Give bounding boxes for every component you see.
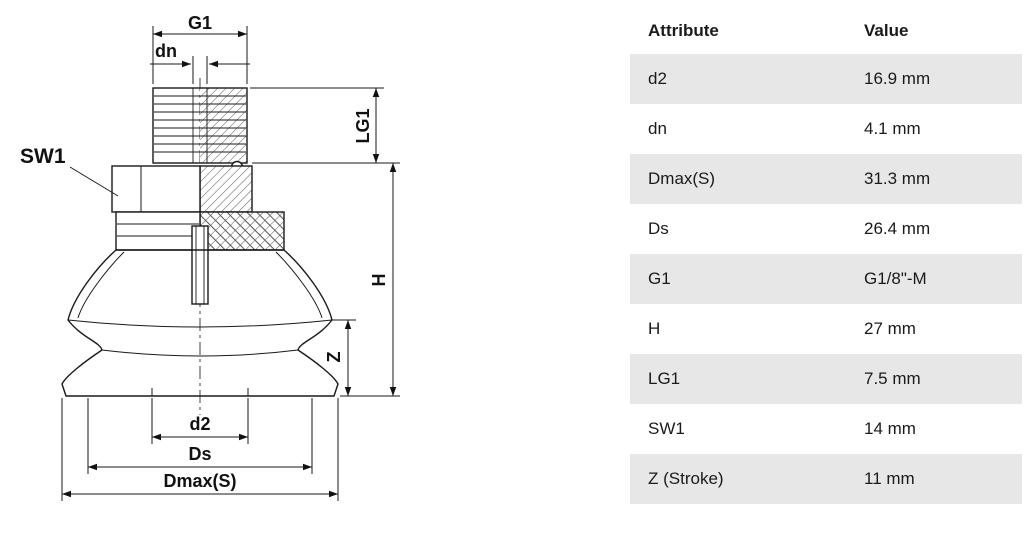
value-cell: 26.4 mm xyxy=(864,219,931,238)
value-cell: 11 mm xyxy=(864,469,915,488)
table-row: Z (Stroke) 11 mm xyxy=(630,454,1022,504)
attribute-cell: d2 xyxy=(648,69,667,88)
dim-label-sw1: SW1 xyxy=(20,145,66,168)
part-outline xyxy=(61,87,339,397)
attribute-cell: Z (Stroke) xyxy=(648,469,724,488)
dimension-labels: G1 dn LG1 H Z SW1 d2 Ds Dmax(S) xyxy=(20,13,389,491)
table-row: LG1 7.5 mm xyxy=(630,354,1022,404)
dim-label-z: Z xyxy=(324,352,344,363)
table-row: G1 G1/8"-M xyxy=(630,254,1022,304)
spec-table: Attribute Value d2 16.9 mm dn 4.1 mm Dma… xyxy=(630,8,1022,504)
attribute-header: Attribute xyxy=(648,21,719,40)
attribute-cell: SW1 xyxy=(648,419,685,438)
attribute-cell: H xyxy=(648,319,661,338)
table-row: d2 16.9 mm xyxy=(630,54,1022,104)
dim-label-d2: d2 xyxy=(189,414,210,434)
value-cell: 4.1 mm xyxy=(864,119,921,138)
attribute-cell: Dmax(S) xyxy=(648,169,716,188)
value-cell: 14 mm xyxy=(864,419,916,438)
value-cell: 27 mm xyxy=(864,319,916,338)
table-row: SW1 14 mm xyxy=(630,404,1022,454)
table-row: dn 4.1 mm xyxy=(630,104,1022,154)
technical-drawing: G1 dn LG1 H Z SW1 d2 Ds Dmax(S) xyxy=(20,13,400,501)
dimension-lines xyxy=(61,26,400,501)
dim-label-lg1: LG1 xyxy=(353,108,373,143)
table-header-row: Attribute Value xyxy=(630,8,1022,54)
table-row: H 27 mm xyxy=(630,304,1022,354)
dim-label-ds: Ds xyxy=(188,444,211,464)
dim-label-dn: dn xyxy=(155,41,177,61)
value-cell: 7.5 mm xyxy=(864,369,921,388)
dim-label-dmax: Dmax(S) xyxy=(163,471,236,491)
table-row: Ds 26.4 mm xyxy=(630,204,1022,254)
attribute-cell: dn xyxy=(648,119,667,138)
attribute-cell: G1 xyxy=(648,269,671,288)
table-row: Dmax(S) 31.3 mm xyxy=(630,154,1022,204)
value-header: Value xyxy=(864,21,909,40)
dim-label-h: H xyxy=(369,274,389,287)
value-cell: G1/8"-M xyxy=(864,269,927,288)
suction-cup-drawing: G1 dn LG1 H Z SW1 d2 Ds Dmax(S) xyxy=(20,13,400,501)
value-cell: 16.9 mm xyxy=(864,69,931,88)
value-cell: 31.3 mm xyxy=(864,169,931,188)
dim-label-g1: G1 xyxy=(188,13,212,33)
attribute-cell: LG1 xyxy=(648,369,681,388)
attribute-cell: Ds xyxy=(648,219,669,238)
